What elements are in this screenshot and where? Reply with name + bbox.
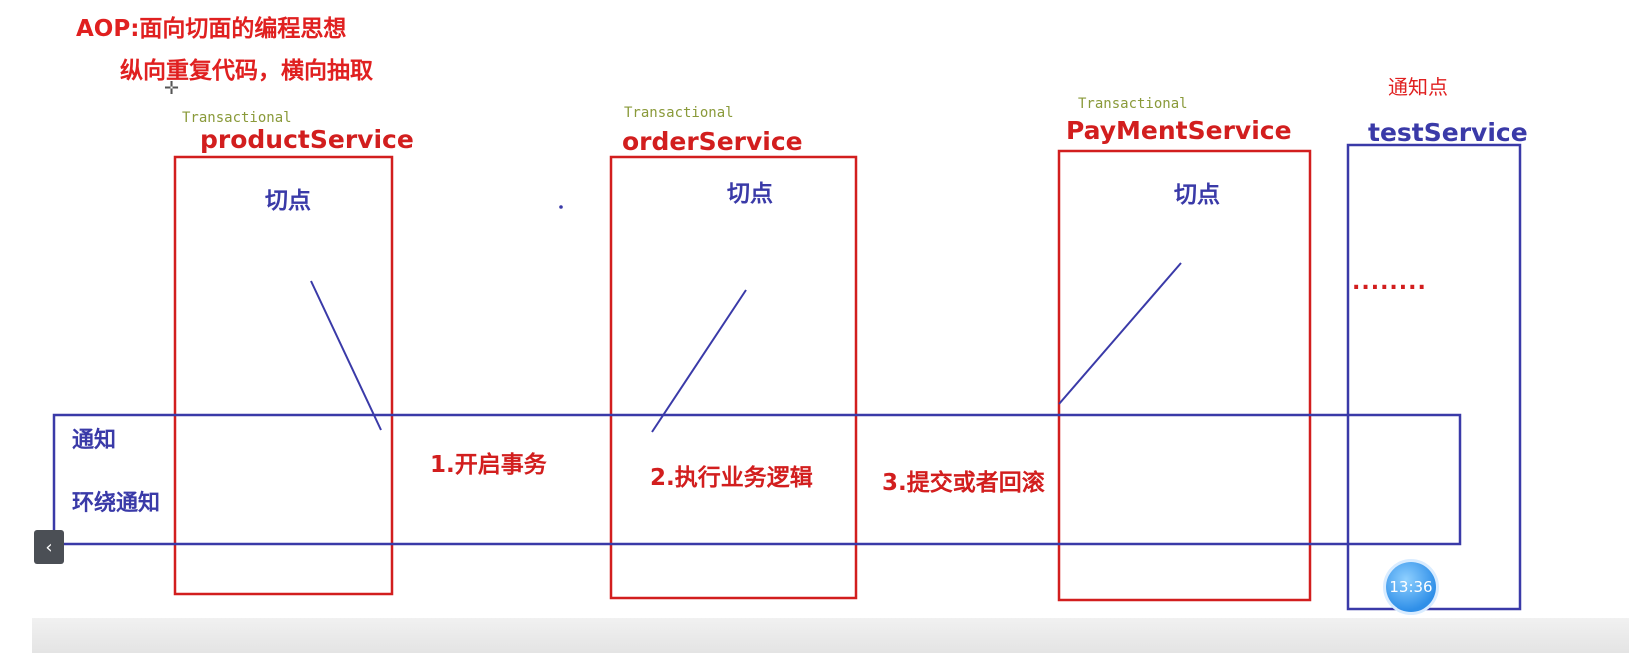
payment-service-box: [1057, 149, 1312, 602]
previous-button[interactable]: ‹: [34, 530, 64, 564]
notification-point-label: 通知点: [1388, 75, 1448, 99]
pointcut-line-order: [651, 289, 747, 433]
timestamp-text: 13:36: [1389, 578, 1433, 596]
order-service-box: [609, 155, 858, 600]
test-service-name: testService: [1368, 118, 1528, 147]
stray-dot: [559, 205, 563, 209]
payment-service-pointcut: 切点: [1174, 182, 1220, 208]
pointcut-line-payment: [1058, 262, 1182, 405]
order-service-annotation: Transactional: [624, 105, 734, 121]
test-service-ellipsis: ........: [1352, 270, 1427, 295]
step-open-transaction: 1.开启事务: [430, 452, 547, 478]
order-service-name: orderService: [622, 127, 803, 156]
around-advice-label: 环绕通知: [72, 491, 161, 516]
diagram-subtitle: 纵向重复代码，横向抽取: [120, 58, 373, 84]
advice-band: [52, 413, 1462, 546]
diagram-title: AOP:面向切面的编程思想: [76, 16, 347, 42]
timestamp-badge: 13:36: [1386, 562, 1436, 612]
video-bottom-bar: [32, 618, 1629, 653]
product-service-name: productService: [200, 125, 414, 154]
payment-service-name: PayMentService: [1066, 116, 1292, 145]
order-service-pointcut: 切点: [727, 181, 773, 207]
step-commit-or-rollback: 3.提交或者回滚: [882, 470, 1045, 496]
advice-label: 通知: [72, 428, 117, 453]
payment-service-annotation: Transactional: [1078, 96, 1188, 112]
product-service-box: [173, 155, 394, 596]
pointcut-line-product: [310, 280, 382, 431]
chevron-left-icon: ‹: [45, 536, 53, 558]
crosshair-cursor-icon: ✛: [164, 78, 180, 99]
step-execute-business-logic: 2.执行业务逻辑: [650, 465, 813, 491]
product-service-pointcut: 切点: [265, 188, 311, 214]
test-service-box: [1346, 143, 1522, 611]
product-service-annotation: Transactional: [182, 110, 292, 126]
